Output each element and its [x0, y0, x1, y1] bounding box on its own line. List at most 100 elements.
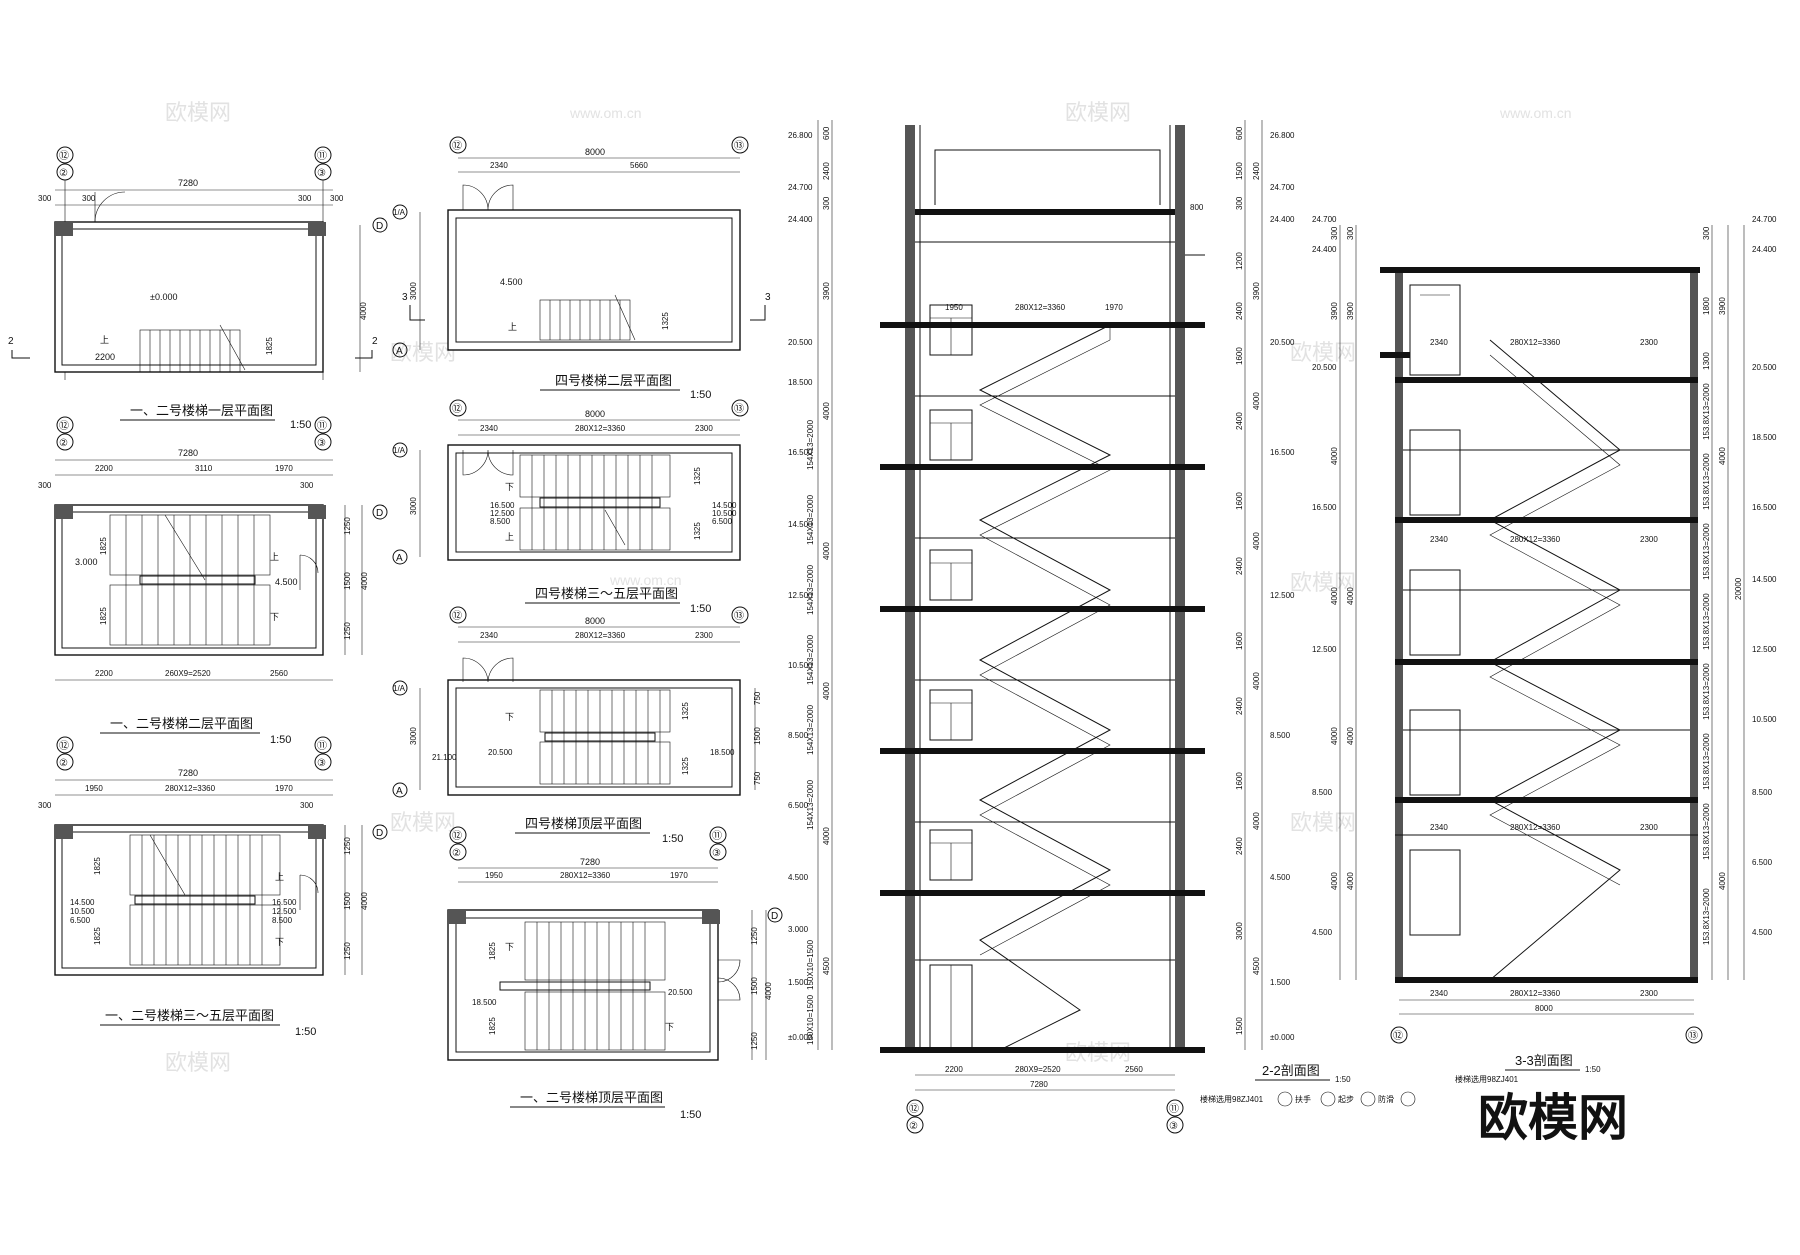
dim: 280X12=3360 — [1510, 338, 1561, 347]
dim-overall: 7280 — [580, 857, 600, 867]
dim: 1200 — [1235, 252, 1244, 270]
level-mark: 10.500 — [712, 509, 737, 518]
section-title: 3-3剖面图 — [1515, 1053, 1573, 1068]
level-mark: 14.500 — [70, 898, 95, 907]
dim: 2300 — [695, 631, 713, 640]
plan-stair-4-top-level: ⑫ ⑬ 8000 2340 280X12=3360 2300 1/A A 下 2… — [392, 606, 762, 845]
watermark-text: 欧模网 — [1065, 100, 1131, 125]
level-mark: 1.500 — [788, 978, 809, 987]
level-mark: 18.500 — [788, 378, 813, 387]
dim: 3900 — [1330, 302, 1339, 320]
plan-stair-1-2-level-2: ⑫ ② ⑪ ③ 7280 2200 3110 1970 300 300 D 3.… — [38, 416, 388, 746]
grid-bubble: A — [396, 346, 403, 357]
dim: 1950 — [945, 303, 963, 312]
grid-bubble: A — [396, 786, 403, 797]
stair-treads — [499, 921, 666, 1051]
dim-rise: 1325 — [661, 312, 670, 330]
level-mark: 20.500 — [1270, 338, 1295, 347]
grid-bubble: ⑪ — [1169, 1103, 1179, 1115]
dim: 1250 — [750, 927, 759, 945]
stair-treads — [519, 454, 671, 551]
dim: 300 — [1702, 226, 1711, 240]
level-mark: 12.500 — [1752, 645, 1777, 654]
level-mark: ±0.000 — [1270, 1033, 1295, 1042]
dim: 1500 — [1235, 162, 1244, 180]
dim-risers: 154X13=2000 — [806, 564, 815, 615]
dim: 8000 — [1535, 1004, 1553, 1013]
dim: 1825 — [93, 857, 102, 875]
plan-title: 一、二号楼梯三～五层平面图 — [105, 1008, 274, 1023]
dim: 1250 — [343, 942, 352, 960]
level-mark: 6.500 — [70, 916, 91, 925]
grid-bubble: ⑫ — [452, 140, 462, 152]
level-mark: 8.500 — [788, 731, 809, 740]
dim: 2400 — [1235, 837, 1244, 855]
dim: 280X12=3360 — [1510, 535, 1561, 544]
grid-bubble: D — [376, 508, 383, 519]
dim: 4000 — [764, 982, 773, 1000]
dim: 1970 — [275, 464, 293, 473]
level-mark: 21.100 — [432, 753, 457, 762]
dim: 1950 — [485, 871, 503, 880]
dim: 300 — [330, 194, 344, 203]
watermark-url: www.om.cn — [609, 572, 682, 588]
grid-bubble: ⑫ — [59, 740, 69, 752]
level-mark: 16.500 — [490, 501, 515, 510]
dim: 4000 — [1330, 447, 1339, 465]
level-mark: 16.500 — [1752, 503, 1777, 512]
dim: 5660 — [630, 161, 648, 170]
level-mark: 3.000 — [788, 925, 809, 934]
grid-bubble: ⑪ — [712, 830, 722, 842]
grid-bubble: ③ — [1169, 1121, 1178, 1132]
wall-right — [1175, 125, 1185, 1050]
dim: 3900 — [822, 282, 831, 300]
watermark-text: 欧模网 — [165, 100, 231, 125]
level-mark: 12.500 — [490, 509, 515, 518]
dim-risers: 153.8X13=2000 — [1702, 663, 1711, 720]
dim: 3900 — [1718, 297, 1727, 315]
dim: 1250 — [343, 622, 352, 640]
grid-bubble: 1/A — [393, 446, 406, 455]
level-mark: 14.500 — [1752, 575, 1777, 584]
watermark-text: 欧模网 — [1290, 810, 1356, 835]
level-mark: 20.500 — [788, 338, 813, 347]
dim-risers: 153.8X13=2000 — [1702, 383, 1711, 440]
watermark-url: www.om.cn — [569, 105, 642, 121]
level-mark: 16.500 — [1270, 448, 1295, 457]
level-mark: 12.500 — [1270, 591, 1295, 600]
dim: 4000 — [1346, 872, 1355, 890]
plan-scale: 1:50 — [295, 1026, 316, 1038]
grid-bubble: ② — [452, 848, 461, 859]
stair-treads — [539, 689, 671, 785]
dim: 1600 — [1235, 632, 1244, 650]
grid-bubble: ⑬ — [734, 610, 744, 622]
dim: 280X12=3360 — [575, 424, 626, 433]
level-mark: 16.500 — [788, 448, 813, 457]
dim: 300 — [82, 194, 96, 203]
grid-bubble: 1/A — [393, 208, 406, 217]
dim: 2400 — [1235, 302, 1244, 320]
dim: 4000 — [822, 682, 831, 700]
dim: 4500 — [822, 957, 831, 975]
dim-depth: 3000 — [409, 282, 418, 300]
grid-bubble: ② — [59, 438, 68, 449]
dim: 3110 — [195, 464, 213, 473]
floor-slabs — [1395, 377, 1698, 983]
dim: 2300 — [1640, 535, 1658, 544]
dim: 280X9=2520 — [1015, 1065, 1061, 1074]
dim: 2340 — [480, 631, 498, 640]
dim: 1500 — [343, 892, 352, 910]
dim: 4000 — [1346, 587, 1355, 605]
section-mark: 2 — [8, 336, 14, 347]
plan-scale: 1:50 — [680, 1109, 701, 1121]
level-mark: 16.500 — [1312, 503, 1337, 512]
dim: 300 — [38, 194, 52, 203]
dim: 2200 — [945, 1065, 963, 1074]
dim: 4000 — [1330, 727, 1339, 745]
dim-risers: 150X10=1500 — [806, 994, 815, 1045]
dim: 1800 — [1702, 297, 1711, 315]
dim: 20000 — [1734, 577, 1743, 600]
section-mark: 3 — [402, 292, 408, 303]
dim: 600 — [1235, 126, 1244, 140]
up-label: 上 — [100, 335, 109, 345]
